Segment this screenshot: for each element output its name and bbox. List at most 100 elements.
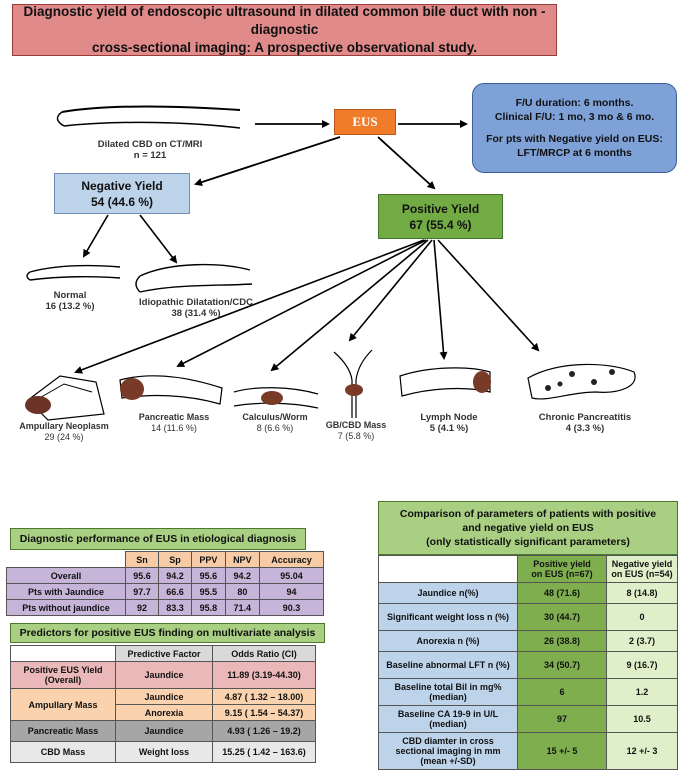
predictors-row-ampullary: Ampullary Mass Jaundice 4.87 ( 1.32 – 18… <box>10 688 316 721</box>
performance-table: Sn Sp PPV NPV Accuracy Overall 95.6 94.2… <box>6 551 325 616</box>
performance-header-ppv: PPV <box>191 551 226 568</box>
comparison-pos-value: 34 (50.7) <box>517 651 607 679</box>
calculus-value: 8 (6.6 %) <box>256 423 294 433</box>
negative-yield-value: 54 (44.6 %) <box>90 194 154 209</box>
calculus-label: Calculus/Worm 8 (6.6 %) <box>230 412 320 434</box>
chronic-pancreatitis-label: Chronic Pancreatitis 4 (3.3 %) <box>530 412 640 434</box>
performance-cell: 92 <box>125 599 159 616</box>
performance-cell: 95.6 <box>191 567 226 584</box>
performance-row-no-jaundice: Pts without jaundice 92 83.3 95.8 71.4 9… <box>6 599 325 616</box>
comparison-header-positive-line-2: on EUS (n=67) <box>531 569 593 579</box>
followup-line-1: F/U duration: 6 months. <box>515 97 634 109</box>
comparison-pos-value: 6 <box>517 678 607 706</box>
idiopathic-label-value: 38 (31.4 %) <box>171 308 221 319</box>
performance-cell: Overall <box>6 567 126 584</box>
performance-header-row: Sn Sp PPV NPV Accuracy <box>6 551 325 568</box>
performance-cell: 95.8 <box>191 599 226 616</box>
predictors-cell: 15.25 ( 1.42 – 163.6) <box>212 741 316 763</box>
arrow-to-positive <box>377 136 436 190</box>
lymph-node-text: Lymph Node <box>420 412 478 423</box>
predictors-cell: Pancreatic Mass <box>10 720 116 742</box>
comparison-header-row: Positive yield on EUS (n=67) Negative yi… <box>378 555 678 583</box>
title-banner: Diagnostic yield of endoscopic ultrasoun… <box>12 4 557 56</box>
comparison-label: Significant weight loss n (%) <box>378 603 518 631</box>
predictors-cell: Jaundice <box>115 661 213 689</box>
predictors-header-factor: Predictive Factor <box>115 645 213 662</box>
comparison-row: Jaundice n(%) 48 (71.6) 8 (14.8) <box>378 582 678 604</box>
positive-yield-label: Positive Yield <box>401 201 480 216</box>
performance-title: Diagnostic performance of EUS in etiolog… <box>10 528 306 550</box>
lymph-node-label: Lymph Node 5 (4.1 %) <box>404 412 494 434</box>
predictors-cell: Positive EUS Yield (Overall) <box>10 661 116 689</box>
chronic-pancreatitis-value: 4 (3.3 %) <box>565 423 605 434</box>
eus-node: EUS <box>334 109 396 135</box>
arrow-to-idiopathic <box>139 214 178 264</box>
calculus-illustration <box>233 387 319 409</box>
comparison-header-positive: Positive yield on EUS (n=67) <box>517 555 607 583</box>
performance-cell: 94.2 <box>158 567 192 584</box>
followup-line-3: For pts with Negative yield on EUS: <box>486 133 663 145</box>
comparison-pos-value: 15 +/- 5 <box>517 732 607 770</box>
normal-label-value: 16 (13.2 %) <box>45 301 95 312</box>
comparison-pos-value: 30 (44.7) <box>517 603 607 631</box>
comparison-header-negative-line-2: on EUS (n=54) <box>611 569 673 579</box>
predictors-table: Predictive Factor Odds Ratio (CI) Positi… <box>10 645 316 763</box>
comparison-title-line-3: (only statistically significant paramete… <box>426 536 630 548</box>
start-label: Dilated CBD on CT/MRI n = 121 <box>60 139 240 161</box>
followup-line-2: Clinical F/U: 1 mo, 3 mo & 6 mo. <box>494 111 655 123</box>
dilated-cbd-illustration <box>56 105 241 129</box>
comparison-neg-value: 2 (3.7) <box>606 630 678 652</box>
gb-cbd-mass-text: GB/CBD Mass <box>325 420 387 430</box>
idiopathic-label-text: Idiopathic Dilatation/CDC <box>139 297 253 308</box>
ampullary-neoplasm-illustration <box>25 375 105 421</box>
calculus-text: Calculus/Worm <box>242 412 308 422</box>
comparison-pos-value: 48 (71.6) <box>517 582 607 604</box>
predictors-cell: 11.89 (3.19-44.30) <box>212 661 316 689</box>
title-line-2: cross-sectional imaging: A prospective o… <box>91 40 478 55</box>
predictors-header-or: Odds Ratio (CI) <box>212 645 316 662</box>
comparison-header-negative: Negative yield on EUS (n=54) <box>606 555 678 583</box>
idiopathic-dilatation-illustration <box>135 263 253 293</box>
lymph-node-value: 5 (4.1 %) <box>429 423 469 434</box>
normal-cbd-illustration <box>26 264 121 281</box>
comparison-row: Baseline total Bil in mg% (median) 6 1.2 <box>378 678 678 706</box>
idiopathic-label: Idiopathic Dilatation/CDC 38 (31.4 %) <box>128 297 264 319</box>
comparison-label: Jaundice n(%) <box>378 582 518 604</box>
comparison-row: Baseline CA 19-9 in U/L (median) 97 10.5 <box>378 705 678 733</box>
comparison-title-line-1: Comparison of parameters of patients wit… <box>399 508 657 520</box>
performance-cell: 95.5 <box>191 583 226 600</box>
ampullary-neoplasm-label: Ampullary Neoplasm 29 (24 %) <box>14 421 114 443</box>
flowchart-graphics <box>25 105 636 421</box>
comparison-row: Baseline abnormal LFT n (%) 34 (50.7) 9 … <box>378 651 678 679</box>
performance-cell: 83.3 <box>158 599 192 616</box>
performance-header-accuracy: Accuracy <box>258 551 325 568</box>
followup-line-4: LFT/MRCP at 6 months <box>517 147 632 159</box>
arrow-to-normal <box>82 214 109 258</box>
comparison-neg-value: 9 (16.7) <box>606 651 678 679</box>
gb-cbd-mass-value: 7 (5.8 %) <box>337 431 375 441</box>
comparison-label: CBD diamter in cross sectional imaging i… <box>378 732 518 770</box>
normal-label-text: Normal <box>53 290 87 301</box>
performance-cell: 94.2 <box>224 567 260 584</box>
performance-row-overall: Overall 95.6 94.2 95.6 94.2 95.04 <box>6 567 325 584</box>
comparison-header-blank <box>378 555 518 583</box>
comparison-neg-value: 12 +/- 3 <box>606 732 678 770</box>
performance-header-blank <box>6 551 126 568</box>
performance-cell: 95.6 <box>125 567 159 584</box>
performance-title-text: Diagnostic performance of EUS in etiolog… <box>19 533 297 545</box>
performance-cell: 90.3 <box>258 599 325 616</box>
performance-header-sp: Sp <box>158 551 192 568</box>
comparison-neg-value: 1.2 <box>606 678 678 706</box>
comparison-row: CBD diamter in cross sectional imaging i… <box>378 732 678 770</box>
comparison-label: Anorexia n (%) <box>378 630 518 652</box>
gb-cbd-mass-label: GB/CBD Mass 7 (5.8 %) <box>318 420 394 442</box>
comparison-pos-value: 97 <box>517 705 607 733</box>
performance-row-jaundice: Pts with Jaundice 97.7 66.6 95.5 80 94 <box>6 583 325 600</box>
predictors-cell: Jaundice <box>115 720 213 742</box>
predictors-cell: 4.87 ( 1.32 – 18.00) <box>212 688 316 705</box>
predictors-header-blank <box>10 645 116 662</box>
performance-cell: 95.04 <box>258 567 325 584</box>
predictors-row-pancreatic: Pancreatic Mass Jaundice 4.93 ( 1.26 – 1… <box>10 720 316 742</box>
comparison-table: Positive yield on EUS (n=67) Negative yi… <box>378 555 678 770</box>
positive-yield-value: 67 (55.4 %) <box>409 217 472 232</box>
